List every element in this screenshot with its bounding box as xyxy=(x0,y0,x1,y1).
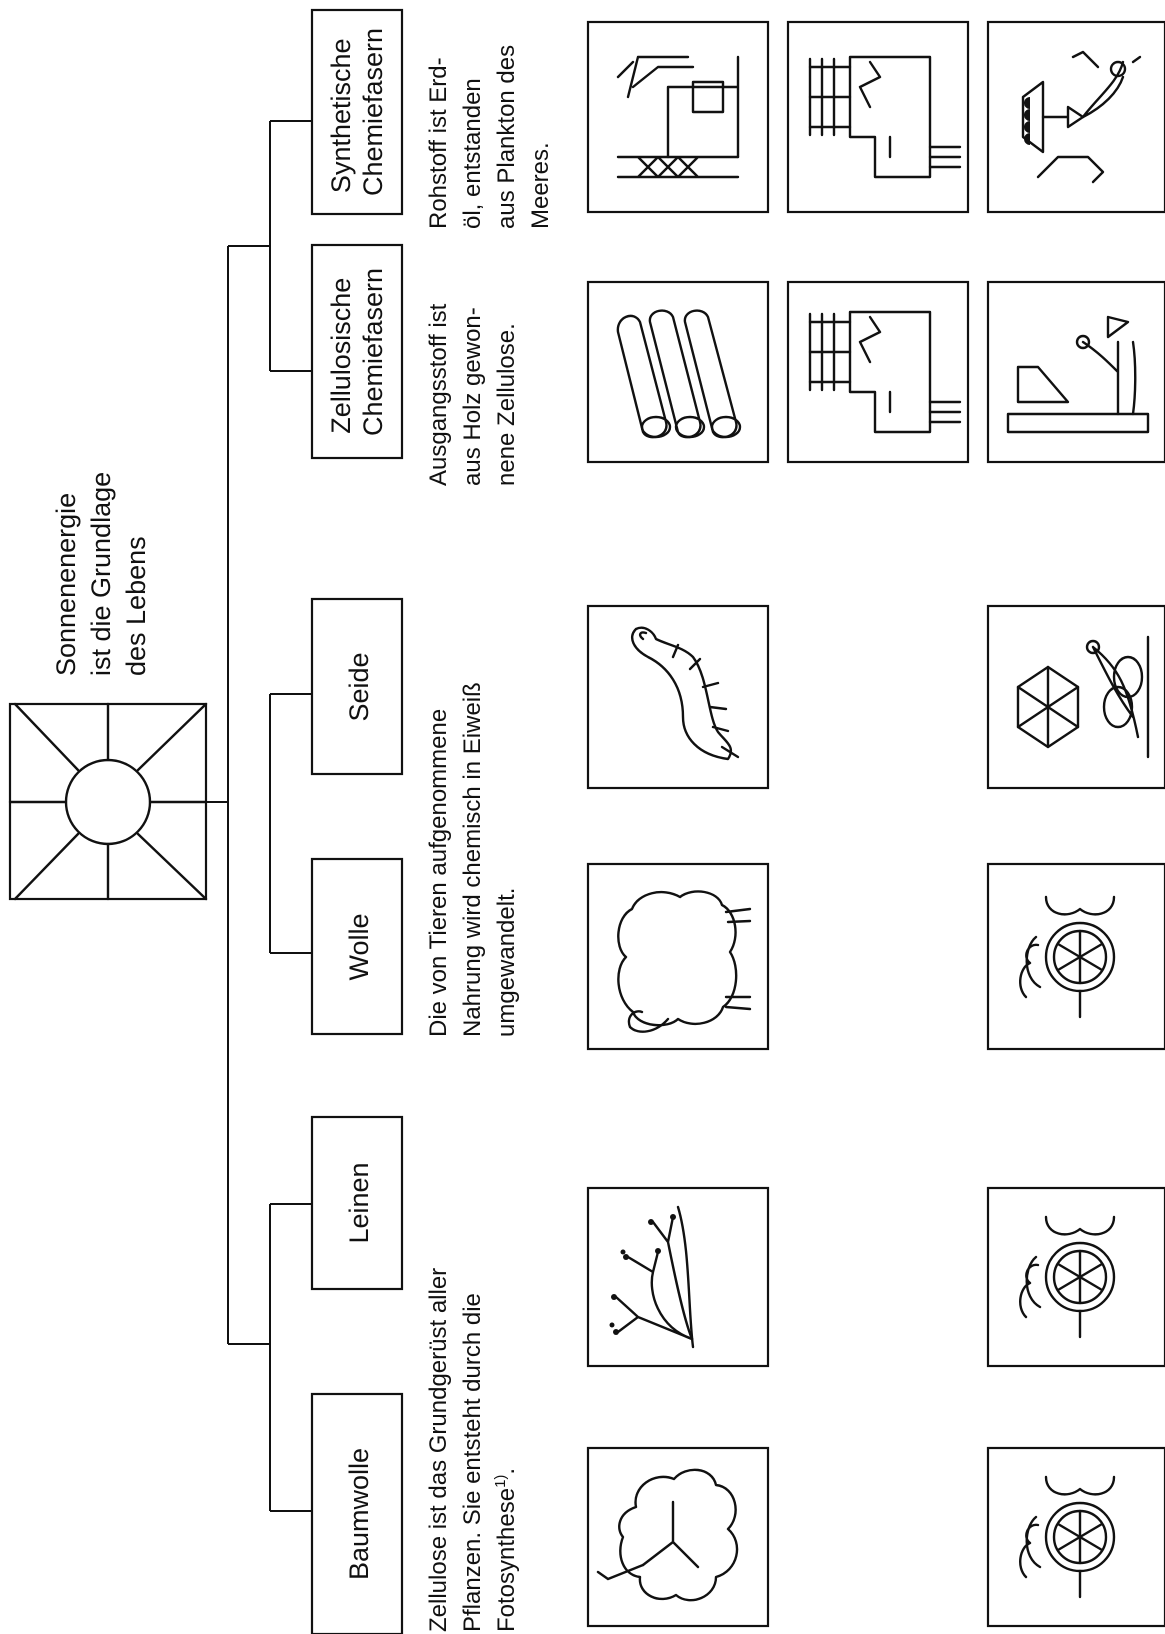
spinning-wheel-icon xyxy=(986,1446,1165,1628)
chemical-plant-icon xyxy=(786,20,970,214)
logs-icon xyxy=(586,280,770,464)
spinning-wheel-icon xyxy=(986,1186,1165,1368)
description-synthetic: Rohstoff ist Erd- öl, entstanden aus Pla… xyxy=(425,38,554,229)
illustration-row-3 xyxy=(986,20,1165,1628)
sun-box xyxy=(8,702,208,901)
silkworm-icon xyxy=(586,604,770,790)
sun-caption: Sonnenenergie ist die Grundlage des Lebe… xyxy=(51,464,151,676)
description-cellulose: Ausgangsstoff ist aus Holz gewon- nene Z… xyxy=(425,297,520,486)
fiber-label-leinen: Leinen xyxy=(344,1162,374,1243)
fiber-box-synthetisch: Synthetische Chemiefasern xyxy=(310,8,404,216)
reeling-machine-icon xyxy=(986,604,1165,790)
fiber-box-wolle: Wolle xyxy=(310,857,404,1036)
sun-icon xyxy=(8,702,208,901)
fiber-label-seide: Seide xyxy=(344,652,374,721)
oil-derrick-icon xyxy=(586,20,770,214)
fiber-box-zellulosisch: Zellulosische Chemiefasern xyxy=(310,243,404,460)
illustration-row-2 xyxy=(786,20,970,464)
flax-plant-icon xyxy=(586,1186,770,1368)
fiber-label-synthetisch: Synthetische Chemiefasern xyxy=(326,28,388,196)
illustration-row-1 xyxy=(586,20,770,1628)
spinning-wheel-icon xyxy=(986,862,1165,1051)
melt-spinning-icon xyxy=(986,20,1165,214)
fiber-box-baumwolle: Baumwolle xyxy=(310,1392,404,1634)
description-animals: Die von Tieren aufgenommene Nahrung wird… xyxy=(425,676,520,1037)
fiber-box-seide: Seide xyxy=(310,597,404,776)
chemical-plant-icon xyxy=(786,280,970,464)
tree-connectors xyxy=(206,120,312,1512)
cotton-plant-icon xyxy=(586,1446,770,1628)
fiber-label-wolle: Wolle xyxy=(344,913,374,980)
fiber-label-zellulosisch: Zellulosische Chemiefasern xyxy=(326,268,388,436)
fiber-label-baumwolle: Baumwolle xyxy=(344,1448,374,1580)
spinning-bath-icon xyxy=(986,280,1165,464)
description-plants: Zellulose ist das Grundgerüst aller Pfla… xyxy=(425,1261,520,1632)
fiber-box-leinen: Leinen xyxy=(310,1115,404,1291)
sheep-icon xyxy=(586,862,770,1051)
